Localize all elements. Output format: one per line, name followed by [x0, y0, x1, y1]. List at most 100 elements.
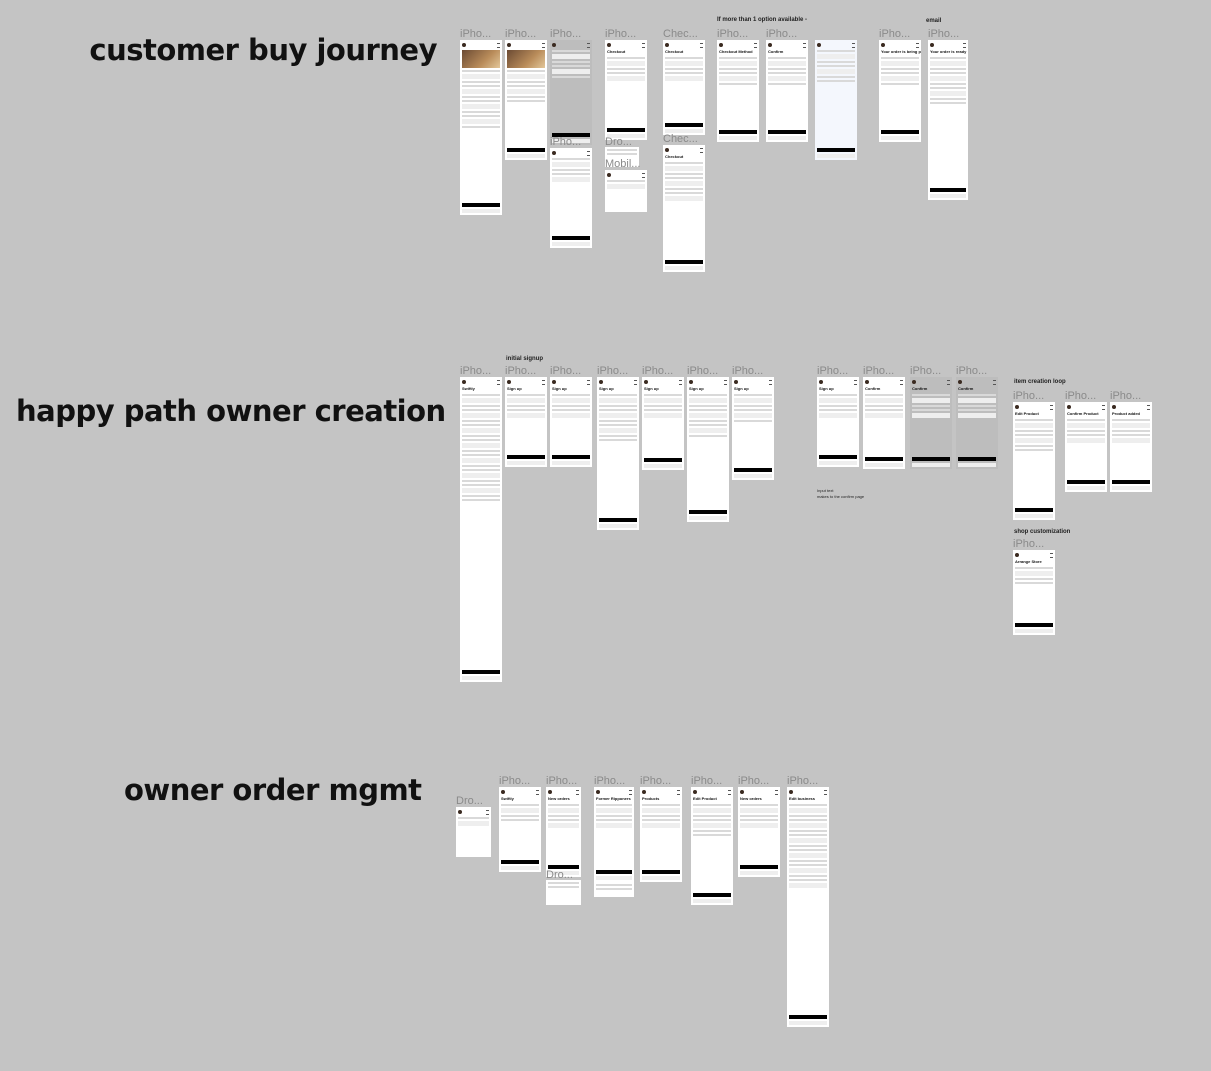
- input-field[interactable]: [607, 76, 645, 81]
- menu-icon[interactable]: [993, 379, 996, 385]
- phone-frame[interactable]: Confirm Product: [1065, 402, 1107, 492]
- input-field[interactable]: [689, 428, 727, 433]
- secondary-button[interactable]: [642, 876, 680, 880]
- input-field[interactable]: [693, 808, 731, 813]
- phone-frame[interactable]: [605, 147, 639, 167]
- secondary-button[interactable]: [501, 866, 539, 870]
- input-field[interactable]: [552, 413, 590, 418]
- input-field[interactable]: [458, 821, 489, 826]
- primary-button[interactable]: [507, 148, 545, 152]
- primary-button[interactable]: [912, 457, 950, 461]
- secondary-button[interactable]: [665, 129, 703, 133]
- secondary-button[interactable]: [1067, 486, 1105, 490]
- input-field[interactable]: [607, 61, 645, 66]
- input-field[interactable]: [768, 76, 806, 81]
- frame-label[interactable]: iPho...: [738, 775, 770, 787]
- input-field[interactable]: [501, 808, 539, 813]
- input-field[interactable]: [644, 413, 682, 418]
- phone-frame[interactable]: Checkout: [663, 145, 705, 272]
- primary-button[interactable]: [552, 133, 590, 137]
- input-field[interactable]: [507, 398, 545, 403]
- primary-button[interactable]: [881, 130, 919, 134]
- menu-icon[interactable]: [803, 42, 806, 48]
- phone-frame[interactable]: Sign up: [687, 377, 729, 522]
- menu-icon[interactable]: [852, 42, 855, 48]
- input-field[interactable]: [462, 89, 500, 94]
- secondary-button[interactable]: [1112, 486, 1150, 490]
- menu-icon[interactable]: [900, 379, 903, 385]
- input-field[interactable]: [665, 76, 703, 81]
- phone-frame[interactable]: Swiftly: [460, 377, 502, 682]
- frame-label[interactable]: iPho...: [1065, 390, 1097, 402]
- menu-icon[interactable]: [587, 379, 590, 385]
- phone-frame[interactable]: Arrange Store: [1013, 550, 1055, 635]
- phone-frame[interactable]: Checkout: [663, 40, 705, 135]
- frame-label[interactable]: iPho...: [879, 28, 911, 40]
- phone-frame[interactable]: Sign up: [550, 377, 592, 467]
- primary-button[interactable]: [552, 455, 590, 459]
- frame-label[interactable]: iPho...: [817, 365, 849, 377]
- frame-label[interactable]: iPho...: [505, 28, 537, 40]
- frame-label[interactable]: iPho...: [717, 28, 749, 40]
- phone-frame[interactable]: [550, 40, 592, 145]
- menu-icon[interactable]: [1147, 404, 1150, 410]
- input-field[interactable]: [693, 823, 731, 828]
- phone-frame[interactable]: Confirm: [910, 377, 952, 469]
- secondary-button[interactable]: [734, 474, 772, 478]
- frame-label[interactable]: iPho...: [605, 28, 637, 40]
- primary-button[interactable]: [462, 203, 500, 207]
- input-field[interactable]: [599, 398, 637, 403]
- input-field[interactable]: [789, 808, 827, 813]
- secondary-button[interactable]: [689, 516, 727, 520]
- phone-frame[interactable]: Edit business: [787, 787, 829, 1027]
- phone-frame[interactable]: Your order is being prepared: [879, 40, 921, 142]
- frame-label[interactable]: iPho...: [1110, 390, 1142, 402]
- frame-label[interactable]: iPho...: [766, 28, 798, 40]
- input-field[interactable]: [507, 413, 545, 418]
- phone-frame[interactable]: Confirm: [956, 377, 998, 469]
- menu-icon[interactable]: [724, 379, 727, 385]
- secondary-button[interactable]: [865, 463, 903, 467]
- input-field[interactable]: [462, 119, 500, 124]
- input-field[interactable]: [819, 413, 857, 418]
- phone-frame[interactable]: Sign up: [817, 377, 859, 467]
- menu-icon[interactable]: [1050, 552, 1053, 558]
- secondary-button[interactable]: [930, 194, 966, 198]
- primary-button[interactable]: [665, 260, 703, 264]
- phone-frame[interactable]: Former Ripponers: [594, 787, 634, 882]
- menu-icon[interactable]: [916, 42, 919, 48]
- input-field[interactable]: [817, 54, 855, 59]
- phone-frame[interactable]: Sign up: [642, 377, 684, 470]
- input-field[interactable]: [719, 61, 757, 66]
- input-field[interactable]: [665, 166, 703, 171]
- input-field[interactable]: [552, 69, 590, 74]
- input-field[interactable]: [599, 428, 637, 433]
- secondary-button[interactable]: [548, 871, 579, 875]
- menu-icon[interactable]: [634, 379, 637, 385]
- primary-button[interactable]: [1112, 480, 1150, 484]
- input-field[interactable]: [689, 398, 727, 403]
- secondary-button[interactable]: [1015, 629, 1053, 633]
- secondary-button[interactable]: [912, 463, 950, 467]
- frame-label[interactable]: iPho...: [597, 365, 629, 377]
- input-field[interactable]: [1015, 423, 1053, 428]
- secondary-button[interactable]: [819, 461, 857, 465]
- menu-icon[interactable]: [679, 379, 682, 385]
- phone-frame[interactable]: [546, 880, 581, 905]
- input-field[interactable]: [789, 868, 827, 873]
- input-field[interactable]: [789, 883, 827, 888]
- phone-frame[interactable]: Sign up: [505, 377, 547, 467]
- input-field[interactable]: [462, 398, 500, 403]
- input-field[interactable]: [958, 413, 996, 418]
- input-field[interactable]: [552, 398, 590, 403]
- phone-frame[interactable]: Products: [640, 787, 682, 882]
- input-field[interactable]: [1015, 571, 1053, 576]
- input-field[interactable]: [740, 823, 778, 828]
- frame-label[interactable]: iPho...: [642, 365, 674, 377]
- input-field[interactable]: [789, 838, 827, 843]
- menu-icon[interactable]: [576, 789, 579, 795]
- primary-button[interactable]: [596, 870, 632, 874]
- phone-frame[interactable]: Checkout: [605, 40, 647, 140]
- primary-button[interactable]: [501, 860, 539, 864]
- input-field[interactable]: [768, 61, 806, 66]
